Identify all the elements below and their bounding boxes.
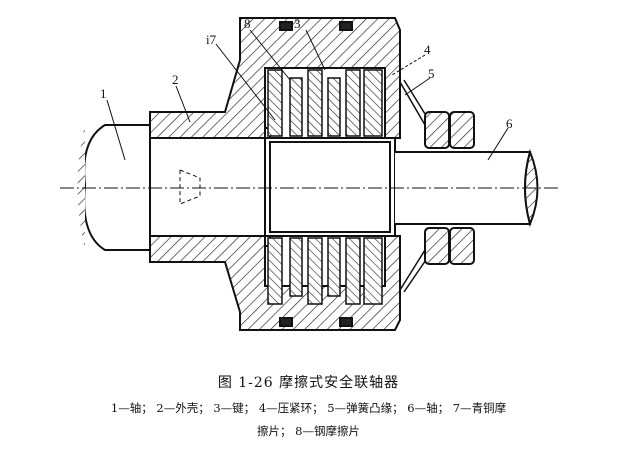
nuts	[424, 111, 475, 265]
label-1: 1	[100, 86, 107, 101]
legend-line-1: 1—轴； 2—外壳； 3—键； 4—压紧环； 5—弹簧凸缘； 6—轴； 7—青铜…	[110, 401, 507, 415]
figure-title: 图 1-26 摩擦式安全联轴器	[217, 375, 400, 391]
label-7: i7	[206, 32, 217, 47]
left-shaft	[77, 124, 271, 251]
label-2: 2	[172, 72, 179, 87]
label-8: 8	[244, 16, 251, 31]
label-4: 4	[424, 42, 431, 57]
friction-discs-upper	[267, 69, 383, 137]
spring-flange	[399, 79, 431, 293]
label-6: 6	[506, 116, 513, 131]
legend-line-2: 擦片； 8—钢摩擦片	[257, 424, 360, 438]
friction-discs-lower	[267, 237, 383, 305]
label-5: 5	[428, 66, 435, 81]
label-3: 3	[294, 16, 301, 31]
